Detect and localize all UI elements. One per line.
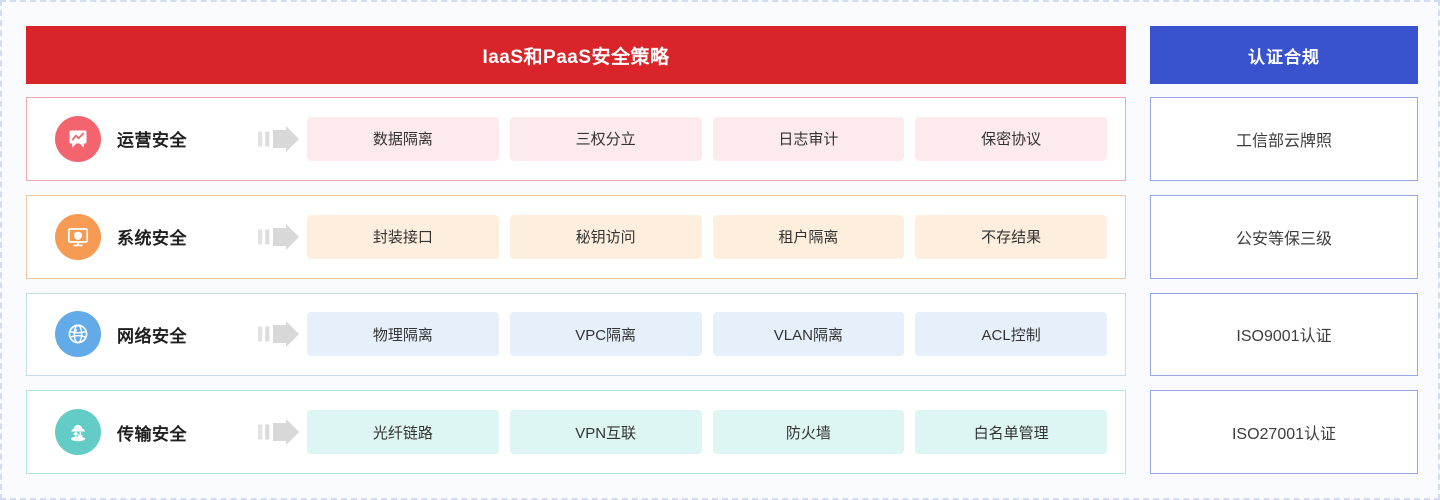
category-transmission: 传输安全 — [55, 409, 251, 456]
security-rows: 运营安全 数据隔离 三权分立 日志审计 保密协议 — [26, 97, 1126, 474]
category-label: 运营安全 — [117, 131, 187, 151]
certification-header: 认证合规 — [1150, 26, 1418, 84]
tag-item[interactable]: 数据隔离 — [307, 116, 499, 161]
category-label: 传输安全 — [117, 424, 187, 444]
main-header: IaaS和PaaS安全策略 — [26, 26, 1126, 84]
category-label: 系统安全 — [117, 229, 187, 249]
arrow-right-icon — [251, 125, 307, 153]
category-label: 网络安全 — [117, 326, 187, 346]
security-policy-column: IaaS和PaaS安全策略 运营安全 — [26, 26, 1126, 474]
tag-item[interactable]: 租户隔离 — [712, 214, 905, 259]
category-system: 系统安全 — [55, 213, 251, 260]
tag-item[interactable]: 物理隔离 — [307, 312, 499, 357]
tag-item[interactable]: VPN互联 — [509, 410, 702, 455]
tag-item[interactable]: VLAN隔离 — [712, 312, 905, 357]
certification-header-title: 认证合规 — [1248, 47, 1320, 67]
layout: IaaS和PaaS安全策略 运营安全 — [26, 26, 1418, 474]
tag-item[interactable]: 光纤链路 — [307, 410, 499, 455]
tag-item[interactable]: 不存结果 — [915, 214, 1107, 259]
globe-network-icon — [55, 311, 101, 358]
category-network: 网络安全 — [55, 311, 251, 358]
tag-list: 光纤链路 VPN互联 防火墙 白名单管理 — [307, 410, 1125, 455]
certification-item[interactable]: 工信部云牌照 — [1150, 97, 1418, 181]
security-row-operations[interactable]: 运营安全 数据隔离 三权分立 日志审计 保密协议 — [26, 97, 1126, 181]
security-row-network[interactable]: 网络安全 物理隔离 VPC隔离 VLAN隔离 ACL控制 — [26, 292, 1126, 377]
presentation-chart-icon — [55, 115, 101, 162]
tag-list: 物理隔离 VPC隔离 VLAN隔离 ACL控制 — [307, 312, 1125, 357]
certification-item[interactable]: ISO9001认证 — [1150, 292, 1418, 377]
main-header-title: IaaS和PaaS安全策略 — [482, 46, 670, 68]
tag-item[interactable]: 防火墙 — [712, 410, 905, 455]
certification-column: 认证合规 工信部云牌照 公安等保三级 ISO9001认证 ISO27001认证 — [1150, 26, 1418, 474]
tag-list: 数据隔离 三权分立 日志审计 保密协议 — [307, 116, 1125, 161]
tag-list: 封装接口 秘钥访问 租户隔离 不存结果 — [307, 214, 1125, 259]
tag-item[interactable]: 三权分立 — [509, 116, 702, 161]
tag-item[interactable]: VPC隔离 — [509, 312, 702, 357]
monitor-shield-icon — [55, 213, 101, 260]
cloud-transfer-icon — [55, 409, 101, 456]
tag-item[interactable]: 保密协议 — [915, 116, 1107, 161]
certification-item[interactable]: 公安等保三级 — [1150, 194, 1418, 279]
category-operations: 运营安全 — [55, 115, 251, 162]
arrow-right-icon — [251, 418, 307, 446]
security-row-system[interactable]: 系统安全 封装接口 秘钥访问 租户隔离 不存结果 — [26, 194, 1126, 279]
security-row-transmission[interactable]: 传输安全 光纤链路 VPN互联 防火墙 白名单管理 — [26, 390, 1126, 474]
certification-item[interactable]: ISO27001认证 — [1150, 390, 1418, 474]
tag-item[interactable]: 秘钥访问 — [509, 214, 702, 259]
tag-item[interactable]: 白名单管理 — [915, 410, 1107, 455]
arrow-right-icon — [251, 223, 307, 251]
tag-item[interactable]: ACL控制 — [915, 312, 1107, 357]
tag-item[interactable]: 封装接口 — [307, 214, 499, 259]
certification-list: 工信部云牌照 公安等保三级 ISO9001认证 ISO27001认证 — [1150, 97, 1418, 474]
tag-item[interactable]: 日志审计 — [712, 116, 905, 161]
arrow-right-icon — [251, 320, 307, 348]
